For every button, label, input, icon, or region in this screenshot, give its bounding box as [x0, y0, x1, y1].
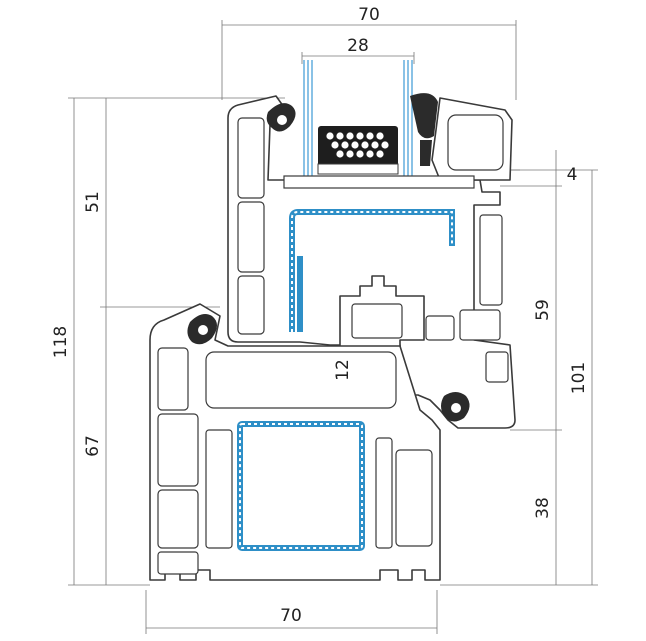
dim-frame-height: 67 [83, 435, 103, 457]
frame-profile [149, 303, 441, 581]
glazing-unit [303, 60, 413, 180]
dim-bottom-width: 70 [280, 606, 302, 626]
dim-top-width: 70 [358, 5, 380, 25]
dim-sash-depth: 59 [533, 299, 553, 321]
dim-bead-offset: 4 [567, 165, 578, 185]
dim-glass-width: 28 [347, 36, 369, 56]
gaskets [187, 93, 470, 422]
dim-overall-right: 101 [569, 362, 589, 394]
dim-frame-right: 38 [533, 497, 553, 519]
dim-sash-height: 51 [83, 191, 103, 213]
sash-profile [227, 95, 516, 429]
dim-total-height: 118 [51, 326, 71, 358]
dim-overlap: 12 [333, 359, 353, 381]
